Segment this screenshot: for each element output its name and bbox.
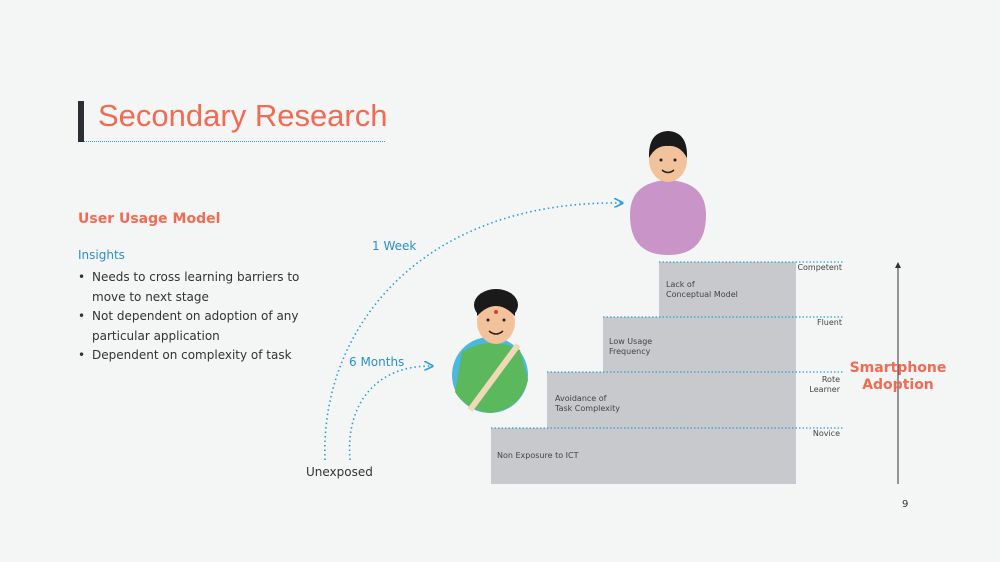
- step-4: [659, 262, 796, 317]
- list-item: Dependent on complexity of task: [78, 346, 318, 366]
- start-label: Unexposed: [306, 465, 373, 479]
- man-avatar-icon: [630, 131, 706, 255]
- step-label: Low Usage Frequency: [609, 337, 653, 356]
- insights-list: Needs to cross learning barriers to move…: [78, 268, 318, 366]
- section-heading: User Usage Model: [78, 211, 221, 227]
- step-label: Lack of Conceptual Model: [666, 280, 738, 299]
- level-label: Fluent: [816, 318, 842, 327]
- timing-label: 6 Months: [349, 355, 405, 369]
- title-accent-bar: [78, 101, 84, 142]
- list-item: Needs to cross learning barriers to move…: [78, 268, 318, 307]
- level-label: Novice: [812, 429, 840, 438]
- woman-avatar-icon: [452, 289, 528, 413]
- page-number: 9: [902, 499, 909, 510]
- title-underline: [84, 141, 385, 142]
- step-label: Non Exposure to ICT: [497, 451, 579, 460]
- step-1: [491, 428, 796, 484]
- six-months-path: [348, 366, 432, 461]
- axis-label: Smartphone Adoption: [849, 360, 947, 393]
- page-title: Secondary Research: [98, 98, 388, 133]
- list-item: Not dependent on adoption of any particu…: [78, 307, 318, 346]
- level-label: Rote Learner: [809, 375, 840, 394]
- one-week-path: [324, 203, 622, 461]
- step-label: Avoidance of Task Complexity: [555, 394, 620, 413]
- step-3: [603, 317, 796, 372]
- level-lines: [491, 261, 843, 429]
- insights-label: Insights: [78, 248, 125, 262]
- level-label: Competent: [797, 263, 842, 272]
- timing-label: 1 Week: [372, 239, 417, 253]
- step-2: [547, 372, 796, 428]
